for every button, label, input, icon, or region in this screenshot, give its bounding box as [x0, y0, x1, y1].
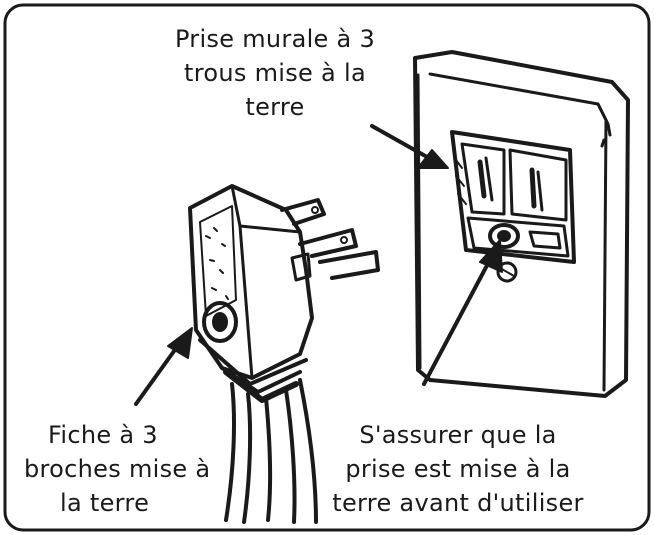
grounding-check-label-line: prise est mise à la [345, 455, 571, 483]
grounding-check-label: S'assurer que la prise est mise à la ter… [308, 418, 608, 520]
grounding-check-label-line: S'assurer que la [359, 421, 557, 449]
plug-label-line: broches mise à [24, 455, 211, 483]
outlet-receptacle [450, 130, 576, 283]
plug-label-line: Fiche à 3 [48, 421, 158, 449]
three-prong-plug [188, 184, 380, 403]
wall-outlet-label-line: Prise murale à 3 [174, 25, 376, 53]
wall-outlet-label-line: trous mise à la [184, 59, 366, 87]
arrow-to-ground-hole [422, 239, 503, 386]
grounding-check-label-line: terre avant d'utiliser [332, 489, 584, 517]
arrow-to-wall-outlet [370, 124, 449, 169]
wall-outlet-label-line: terre [245, 93, 305, 121]
plug-label-line: la terre [60, 489, 150, 517]
wall-plate [413, 50, 630, 398]
figure-border [3, 3, 651, 532]
arrow-to-plug [134, 327, 193, 406]
plug-label: Fiche à 3 broches mise à la terre [24, 418, 254, 520]
power-cord [224, 378, 318, 524]
wall-outlet-label: Prise murale à 3 trous mise à la terre [150, 22, 400, 124]
